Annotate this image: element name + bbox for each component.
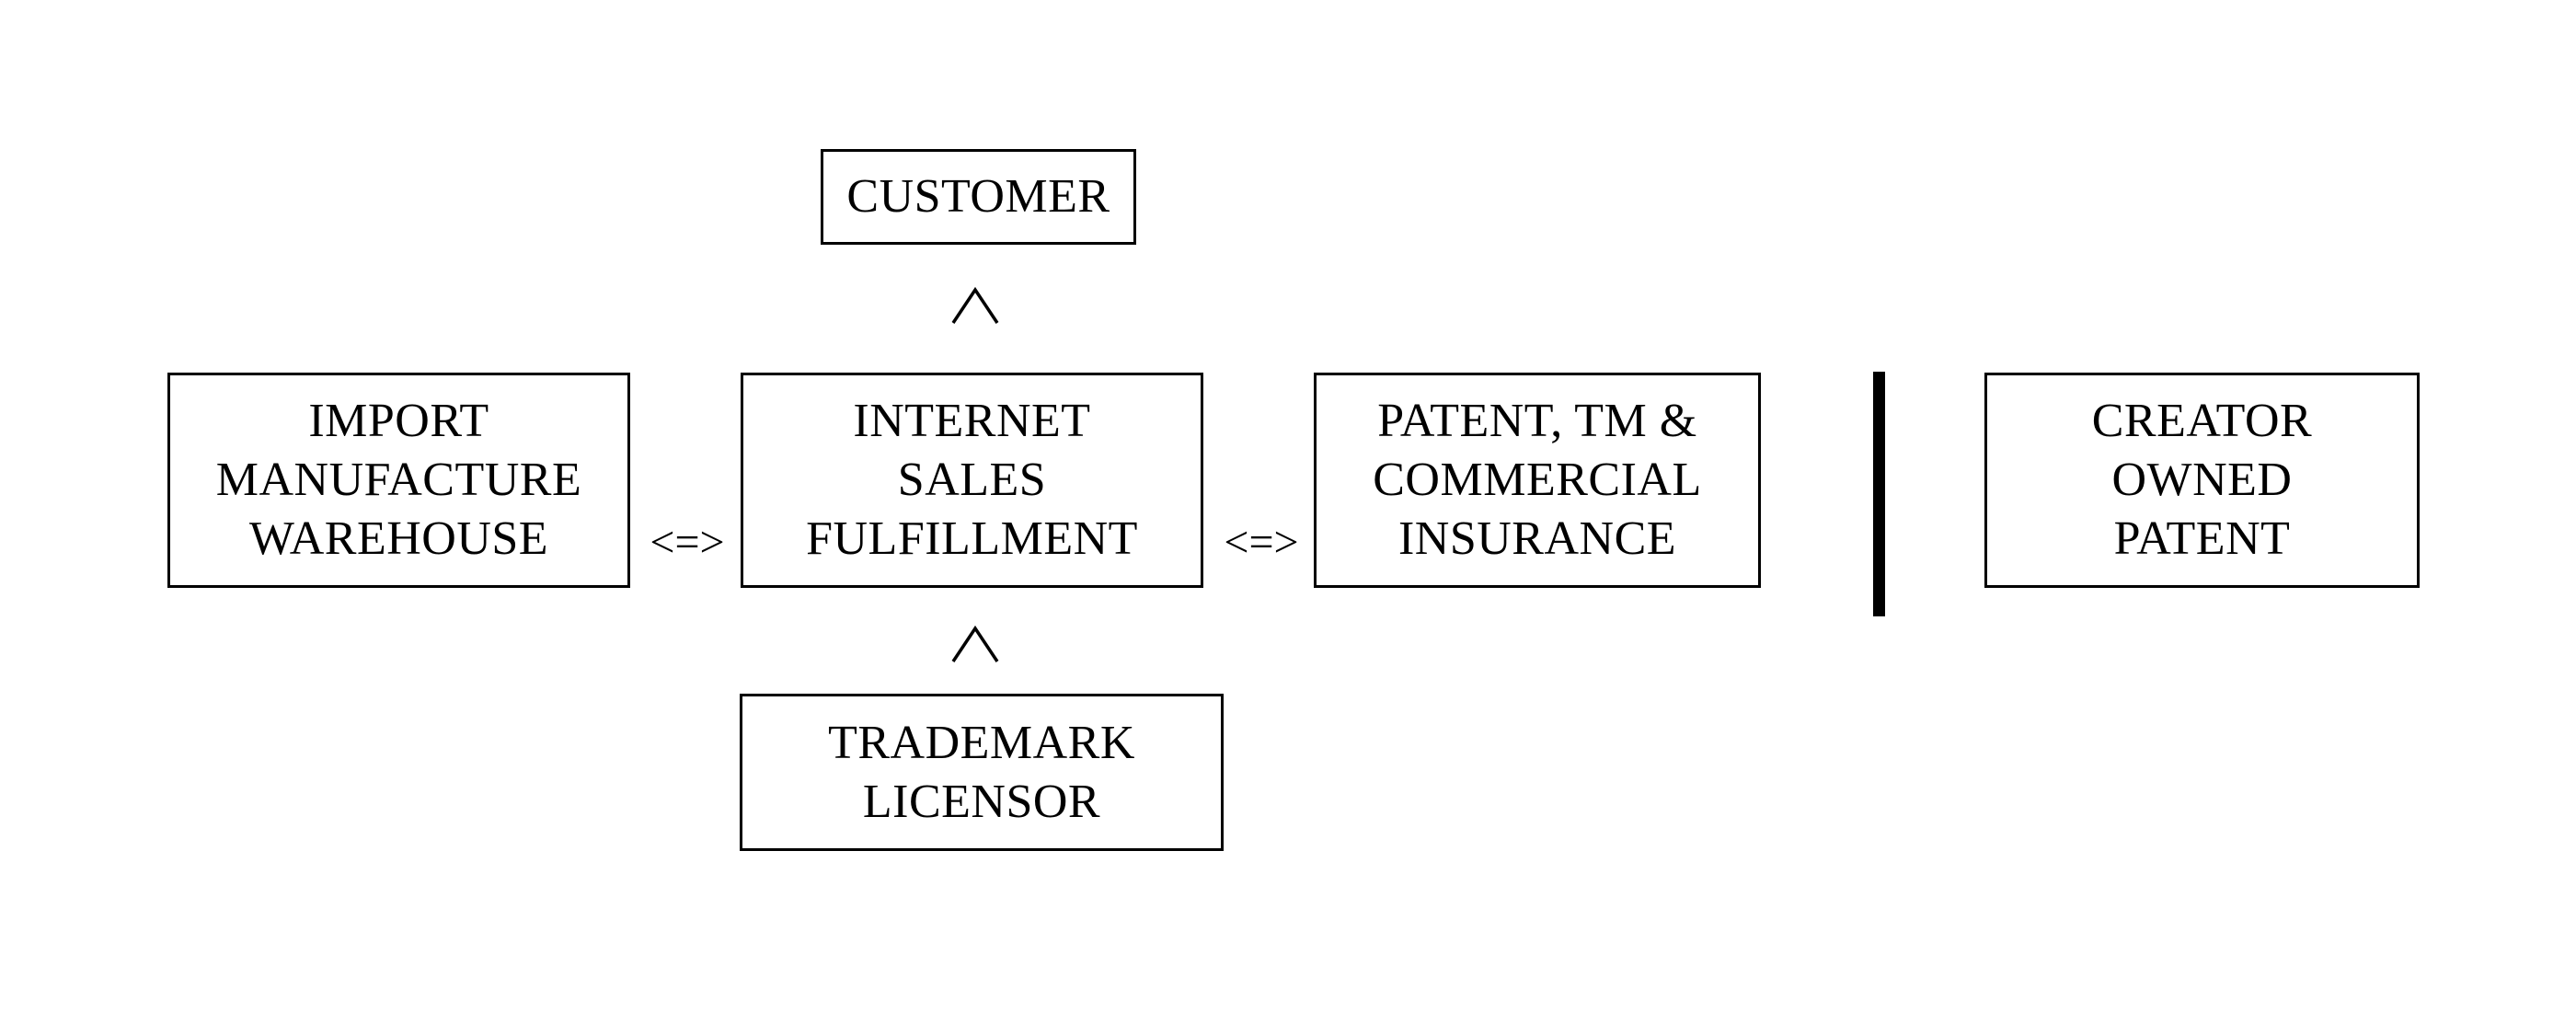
import-manufacture-warehouse-box: IMPORT MANUFACTURE WAREHOUSE bbox=[167, 373, 630, 588]
internet-label: INTERNET bbox=[853, 392, 1090, 451]
creator-owned-patent-box: CREATOR OWNED PATENT bbox=[1984, 373, 2420, 588]
manufacture-label: MANUFACTURE bbox=[216, 451, 581, 510]
creator-label: CREATOR bbox=[2092, 392, 2312, 451]
up-arrow-to-customer bbox=[950, 285, 1000, 326]
commercial-label: COMMERCIAL bbox=[1373, 451, 1701, 510]
bidirectional-connector-right: <=> bbox=[1211, 521, 1312, 565]
patent-label: PATENT bbox=[2114, 510, 2291, 569]
caret-up-icon bbox=[950, 624, 1000, 664]
bidirectional-connector-left: <=> bbox=[637, 521, 738, 565]
vertical-separator bbox=[1873, 372, 1885, 616]
licensor-label: LICENSOR bbox=[863, 773, 1100, 832]
internet-sales-fulfillment-box: INTERNET SALES FULFILLMENT bbox=[741, 373, 1203, 588]
trademark-label: TRADEMARK bbox=[828, 714, 1135, 773]
insurance-label: INSURANCE bbox=[1398, 510, 1676, 569]
patent-tm-label: PATENT, TM & bbox=[1377, 392, 1696, 451]
owned-label: OWNED bbox=[2111, 451, 2292, 510]
patent-tm-insurance-box: PATENT, TM & COMMERCIAL INSURANCE bbox=[1314, 373, 1761, 588]
customer-label: CUSTOMER bbox=[846, 167, 1110, 226]
fulfillment-label: FULFILLMENT bbox=[806, 510, 1138, 569]
warehouse-label: WAREHOUSE bbox=[249, 510, 548, 569]
up-arrow-from-trademark bbox=[950, 624, 1000, 664]
caret-up-icon bbox=[950, 285, 1000, 326]
customer-box: CUSTOMER bbox=[821, 149, 1136, 245]
trademark-licensor-box: TRADEMARK LICENSOR bbox=[740, 694, 1224, 851]
sales-label: SALES bbox=[898, 451, 1046, 510]
import-label: IMPORT bbox=[308, 392, 489, 451]
